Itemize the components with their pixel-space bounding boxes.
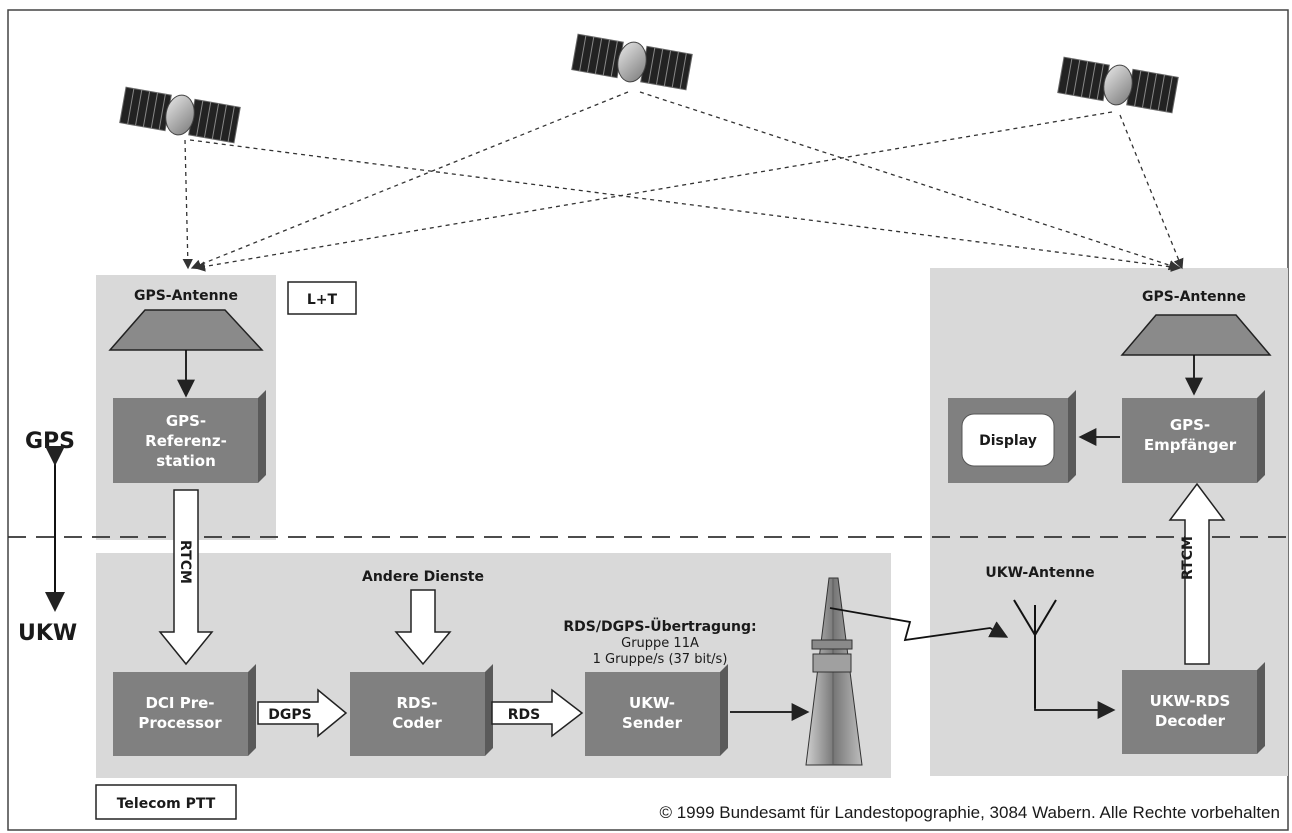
telecom-tag xyxy=(95,784,237,820)
ukw-side-label: UKW xyxy=(18,621,77,646)
receiver-box xyxy=(1122,398,1257,483)
rtcm-right-label: RTCM xyxy=(1180,536,1196,580)
decoder-line-2: Decoder xyxy=(1155,712,1226,730)
rds-arrow-label: RDS xyxy=(508,707,540,723)
antenna-to-decoder-arrow xyxy=(1034,701,1116,719)
rds-transfer-group: Gruppe 11A xyxy=(621,636,699,651)
reference-station-line-3: station xyxy=(156,452,216,470)
rtcm-left-label: RTCM xyxy=(177,540,193,584)
telecom-tag-label: Telecom PTT xyxy=(117,796,216,812)
reference-station-box xyxy=(113,398,258,483)
transmission-tower-icon xyxy=(805,577,863,766)
left-antenna-label: GPS-Antenne xyxy=(134,288,238,304)
ukw-sender-line-1: UKW- xyxy=(629,694,675,712)
ukw-antenna-icon xyxy=(1013,599,1057,708)
rds-coder-box xyxy=(350,672,485,756)
satellite-icon xyxy=(571,33,693,91)
ukw-antenna-label: UKW-Antenne xyxy=(985,565,1094,581)
receiver-line-2: Empfänger xyxy=(1144,436,1237,454)
lt-tag-label: L+T xyxy=(307,292,338,308)
right-antenna-label: GPS-Antenne xyxy=(1142,289,1246,305)
satellite-icon xyxy=(119,86,241,144)
other-services-arrow xyxy=(394,589,452,666)
display-label: Display xyxy=(979,433,1037,449)
decoder-box xyxy=(1122,670,1257,754)
preprocessor-box xyxy=(113,672,248,756)
preprocessor-line-2: Processor xyxy=(138,714,222,732)
satellite-icon xyxy=(1057,56,1179,114)
gps-side-label: GPS xyxy=(25,429,75,454)
receiver-line-1: GPS- xyxy=(1170,416,1210,434)
rds-coder-line-2: Coder xyxy=(392,714,442,732)
satellite-signal-lines xyxy=(182,91,1184,272)
rds-transfer-rate: 1 Gruppe/s (37 bit/s) xyxy=(593,652,728,667)
preprocessor-line-1: DCI Pre- xyxy=(145,694,214,712)
reference-station-line-2: Referenz- xyxy=(145,432,227,450)
rtcm-right-arrow xyxy=(1168,482,1226,665)
rds-arrow xyxy=(491,688,584,738)
other-services-label: Andere Dienste xyxy=(362,569,484,585)
rds-transfer-title: RDS/DGPS-Übertragung: xyxy=(563,617,756,635)
rtcm-left-arrow xyxy=(158,489,214,666)
copyright-notice: © 1999 Bundesamt für Landestopographie, … xyxy=(659,803,1280,822)
dgps-arrow-label: DGPS xyxy=(268,707,311,723)
ukw-sender-line-2: Sender xyxy=(622,714,683,732)
display-screen-icon xyxy=(961,413,1055,467)
rds-coder-line-1: RDS- xyxy=(396,694,437,712)
lt-tag xyxy=(287,281,357,315)
dgps-arrow xyxy=(257,688,348,738)
left-gps-antenna-icon xyxy=(108,309,264,351)
decoder-line-1: UKW-RDS xyxy=(1150,692,1231,710)
ukw-sender-box xyxy=(585,672,720,756)
radio-link-icon xyxy=(829,607,1009,642)
reference-station-line-1: GPS- xyxy=(166,412,206,430)
right-gps-antenna-icon xyxy=(1120,314,1272,356)
